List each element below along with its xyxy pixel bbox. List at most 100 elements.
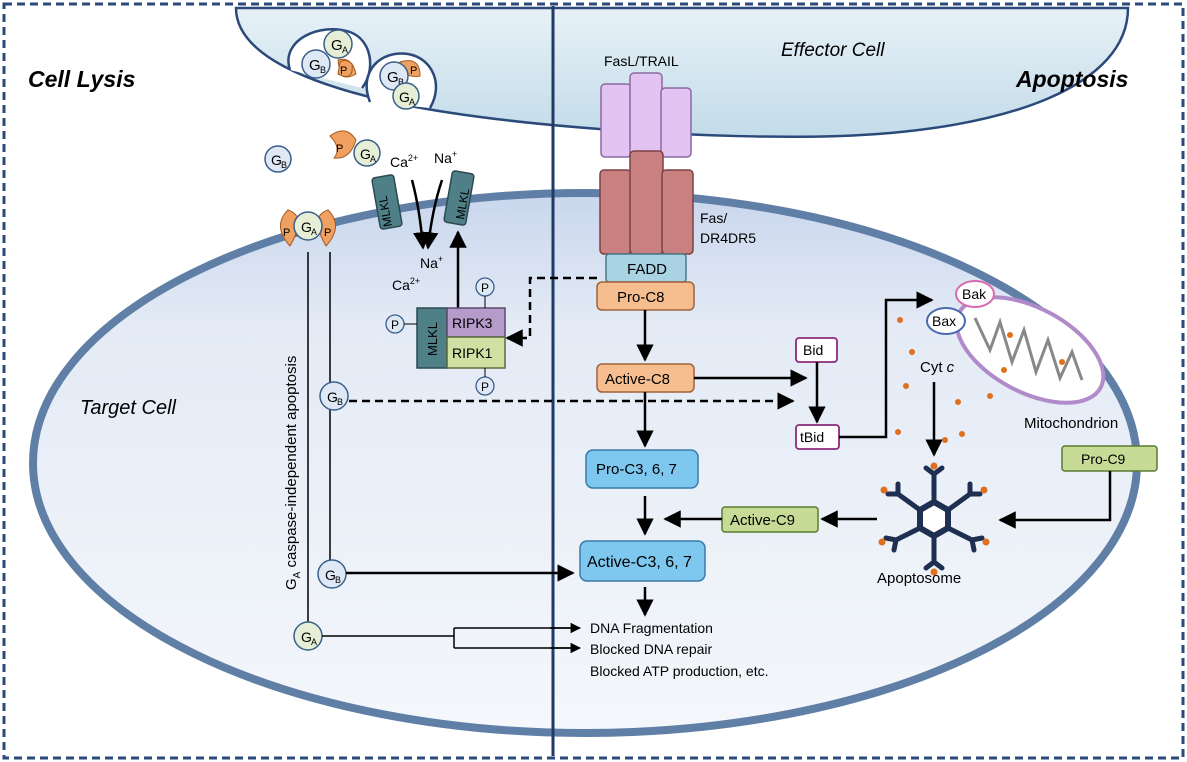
svg-text:B: B [335,575,341,585]
svg-text:P: P [324,227,331,239]
svg-text:G: G [301,219,312,235]
svg-text:RIPK1: RIPK1 [452,345,493,361]
target-cell-membrane [29,189,1141,737]
pro-c367-box: Pro-C3, 6, 7 [585,449,699,489]
svg-text:P: P [336,143,343,155]
fas-dr4dr5-receptor [599,150,694,255]
svg-text:G: G [325,567,336,583]
svg-text:MLKL: MLKL [376,194,395,228]
bid-box: Bid [795,337,838,363]
perforin-pore-right: P [317,209,336,247]
svg-text:P: P [340,65,347,77]
mlkl-channel-right: MLKL [443,170,475,226]
label-receptor-line1: Fas/ [700,210,727,226]
svg-text:P: P [410,65,417,77]
svg-text:Bid: Bid [803,342,823,358]
svg-text:Pro-C8: Pro-C8 [617,289,665,306]
svg-text:MLKL: MLKL [425,322,440,356]
ion-flow-arrow-right [420,179,444,250]
bax-protein: Bax [926,307,966,335]
bak-protein: Bak [955,280,995,308]
fadd-box: FADD [605,253,687,283]
svg-text:Bak: Bak [962,286,987,302]
cytochrome-c-dots [895,317,1065,443]
proc9-to-apoptosome-arrow [998,471,1112,529]
necrosome: MLKL RIPK3 RIPK1 P P P [385,277,506,396]
svg-text:B: B [320,65,326,75]
label-mitochondrion: Mitochondrion [1024,415,1118,432]
svg-text:G: G [387,69,399,86]
svg-text:P: P [481,281,489,295]
title-cell-lysis: Cell Lysis [28,66,135,92]
svg-text:B: B [281,160,287,170]
svg-text:B: B [398,77,404,87]
label-target-cell: Target Cell [80,397,177,419]
perforin-top-left: P [337,58,357,78]
label-caspase-independent: GA caspase-independent apoptosis [283,356,303,590]
label-effector-cell: Effector Cell [781,40,885,61]
svg-text:RIPK3: RIPK3 [452,315,493,331]
outcome-blocked-dna-repair: Blocked DNA repair [590,641,713,657]
apoptosome-complex [878,462,990,576]
fasl-trail-ligand [600,72,692,158]
mlkl-channel-left: MLKL [371,174,403,230]
svg-text:G: G [309,57,321,74]
perforin-free: P [329,130,357,159]
ion-ca-top: Ca2+ [390,153,418,170]
svg-text:G: G [331,37,343,54]
ga-to-outcomes-connector [322,627,576,649]
svg-text:G: G [327,389,338,405]
svg-text:G: G [271,152,282,168]
label-receptor-line2: DR4DR5 [700,230,756,246]
svg-text:Active-C3, 6, 7: Active-C3, 6, 7 [587,554,692,571]
proc8-to-ripk3-dashed-arrow [505,276,597,347]
ion-na-bottom: Na+ [420,254,443,271]
tbid-box: tBid [795,424,840,450]
pro-c9-box: Pro-C9 [1061,445,1158,472]
svg-text:A: A [311,227,317,237]
outcome-dna-fragmentation: DNA Fragmentation [590,620,713,636]
tbid-to-mito-arrow [839,291,934,439]
label-ligand: FasL/TRAIL [604,53,679,69]
ripk3-box [446,307,506,338]
ion-na-top: Na+ [434,149,457,166]
svg-text:G: G [301,629,312,645]
ripk1-box [446,336,506,369]
svg-text:Pro-C9: Pro-C9 [1081,451,1126,467]
active-c9-box: Active-C9 [721,506,819,533]
svg-text:G: G [399,89,410,105]
title-apoptosis: Apoptosis [1015,66,1128,92]
svg-text:Active-C9: Active-C9 [730,512,795,529]
svg-text:G: G [360,146,371,162]
active-c8-box: Active-C8 [596,363,695,393]
pro-c8-box: Pro-C8 [596,281,695,311]
svg-text:P: P [283,227,290,239]
label-apoptosome: Apoptosome [877,570,961,587]
svg-text:A: A [311,637,317,647]
svg-text:A: A [342,45,348,55]
svg-text:tBid: tBid [800,429,824,445]
active-c367-box: Active-C3, 6, 7 [579,540,706,582]
svg-text:B: B [337,397,343,407]
svg-text:FADD: FADD [627,261,667,278]
mlkl-box [416,307,448,369]
svg-text:P: P [391,318,399,332]
ion-ca-bottom: Ca2+ [392,276,420,293]
svg-text:MLKL: MLKL [453,187,472,221]
perforin-pore-left: P [280,209,299,247]
outcome-blocked-atp: Blocked ATP production, etc. [590,663,768,679]
svg-text:P: P [481,380,489,394]
svg-text:Pro-C3, 6, 7: Pro-C3, 6, 7 [596,461,677,478]
